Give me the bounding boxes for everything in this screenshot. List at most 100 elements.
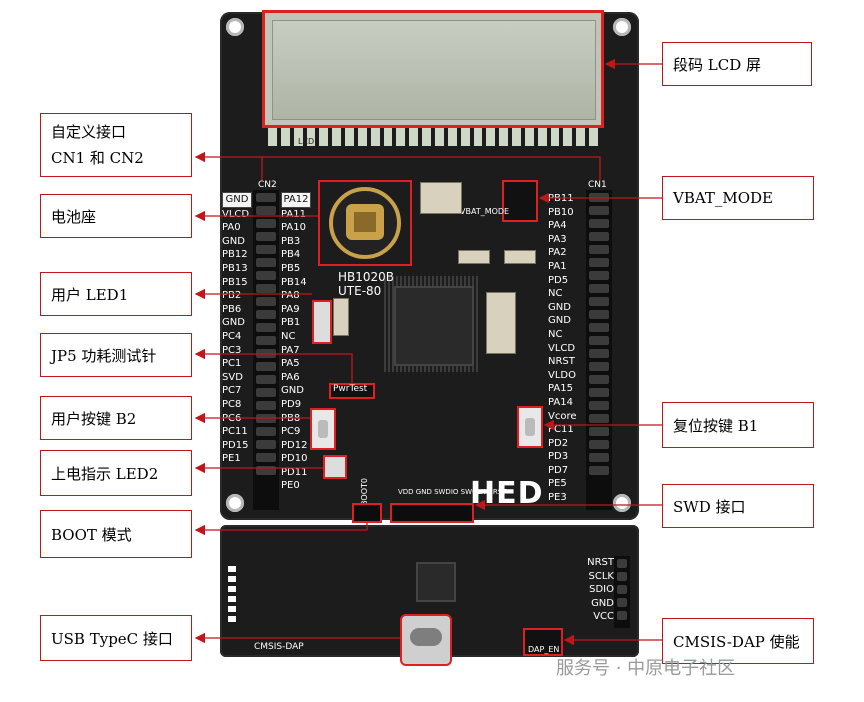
cn2-right-labels: PA12 PA11 PA10 PB3 PB4 PB5 PB14 PA8 PA9 … <box>281 192 311 493</box>
callout-boot: BOOT 模式 <box>40 510 192 558</box>
pin-label: PB3 <box>281 235 301 247</box>
pin-label: PD7 <box>548 464 569 476</box>
pin-label: GND <box>222 235 245 247</box>
pin-label: PC7 <box>222 385 242 397</box>
pin-label: PC9 <box>281 426 301 438</box>
pin-label: PD5 <box>548 274 569 286</box>
vbat-silk: VBAT_MODE <box>460 207 510 216</box>
dap-enable-jumper[interactable] <box>523 628 563 656</box>
pin-label: PA8 <box>281 290 300 302</box>
cn2-silk: CN2 <box>258 180 277 190</box>
pin-label: PB5 <box>281 262 301 274</box>
debug-mcu <box>416 562 456 602</box>
pin-label: PD11 <box>281 466 308 478</box>
mcu-chip <box>394 286 474 366</box>
pin-label: PC4 <box>222 330 242 342</box>
jp5-pwrtest[interactable] <box>329 383 375 399</box>
callout-swd: SWD 接口 <box>662 484 814 528</box>
pin-label: VLCD <box>222 208 250 220</box>
pin-label: PB14 <box>281 276 307 288</box>
pin-label: PA14 <box>548 396 573 408</box>
dap-silk: DAP_EN <box>528 645 560 654</box>
pin-label: Vcore <box>548 410 577 422</box>
swd-header[interactable] <box>390 503 474 523</box>
pin-label: PA10 <box>281 222 306 234</box>
pin-label: PA7 <box>281 344 300 356</box>
callout-vbat: VBAT_MODE <box>662 176 814 220</box>
board-model: HB1020B <box>338 270 395 284</box>
pin-label: PE1 <box>222 453 241 465</box>
pin-label: PB8 <box>281 412 301 424</box>
pin-label: PE5 <box>548 478 567 490</box>
pin-label: NC <box>281 330 296 342</box>
pin-label: GND <box>591 597 614 609</box>
pin-label: PC3 <box>222 344 242 356</box>
pin-label: SVD <box>222 371 243 383</box>
crystal <box>458 250 490 264</box>
callout-led1: 用户 LED1 <box>40 272 192 316</box>
pin-label: PC11 <box>548 424 574 436</box>
pin-label: PD15 <box>222 439 249 451</box>
callout-battery: 电池座 <box>40 194 192 238</box>
pin-label: PB11 <box>548 193 574 204</box>
cn1-header <box>586 190 612 510</box>
boot-silk: BOOT0 <box>360 478 369 506</box>
pin-label: PD9 <box>281 398 302 410</box>
pin-label: PA12 <box>281 192 311 208</box>
pin-label: VLCD <box>548 342 576 354</box>
cn1-silk: CN1 <box>588 180 607 190</box>
pin-label: PA6 <box>281 371 300 383</box>
battery-holder <box>318 180 412 266</box>
capacitor-array <box>420 182 462 214</box>
debug-header[interactable] <box>614 556 630 628</box>
pin-label: PD10 <box>281 453 308 465</box>
debug-pads <box>228 566 236 622</box>
callout-cn: 自定义接口 CN1 和 CN2 <box>40 113 192 177</box>
mounting-hole <box>226 494 244 512</box>
pin-label: PC8 <box>222 398 242 410</box>
mounting-hole <box>613 494 631 512</box>
button-cap <box>525 418 535 436</box>
vbat-mode-switch[interactable] <box>502 180 538 222</box>
pin-label: PB6 <box>222 303 242 315</box>
boot-header[interactable] <box>352 503 382 523</box>
mounting-hole <box>226 18 244 36</box>
pin-label: PA3 <box>548 233 567 245</box>
pin-label: PA5 <box>281 358 300 370</box>
pin-label: GND <box>281 385 304 397</box>
cn1-left-labels: PB11 PB10 PA4 PA3 PA2 PA1 PD5 NC GND GND… <box>548 192 584 505</box>
pin-label: PC6 <box>222 412 242 424</box>
mounting-hole <box>613 18 631 36</box>
pin-label: PB12 <box>222 249 248 261</box>
cn2-header-left <box>253 190 279 510</box>
debug-pin-labels: NRST SCLK SDIO GND VCC <box>574 556 614 624</box>
callout-b1: 复位按键 B1 <box>662 402 814 448</box>
pin-label: PA0 <box>222 222 241 234</box>
lcd-pins <box>268 128 598 146</box>
callout-b2: 用户按键 B2 <box>40 396 192 440</box>
lcd-glass <box>272 20 596 120</box>
pin-label: PB15 <box>222 276 248 288</box>
usb-port <box>410 628 442 646</box>
callout-led2: 上电指示 LED2 <box>40 450 192 496</box>
cn2-left-labels: GND VLCD PA0 GND PB12 PB13 PB15 PB2 PB6 … <box>222 192 252 466</box>
pin-label: SCLK <box>588 570 614 582</box>
pin-label: PA9 <box>281 303 300 315</box>
pin-label: PB2 <box>222 290 242 302</box>
pin-label: PD12 <box>281 439 308 451</box>
pin-label: VCC <box>593 611 614 623</box>
user-led1 <box>312 300 332 344</box>
pin-label: PA2 <box>548 247 567 259</box>
pin-label: GND <box>548 301 571 313</box>
cmsis-silk: CMSIS-DAP <box>254 642 304 652</box>
pin-label: PB10 <box>548 206 574 218</box>
pwrtest-silk: PwrTest <box>333 384 368 394</box>
pin-label: PA1 <box>548 260 567 272</box>
pin-label: PD2 <box>548 437 569 449</box>
pin-label: SDIO <box>589 584 614 596</box>
crystal <box>504 250 536 264</box>
pin-label: PB4 <box>281 249 301 261</box>
callout-lcd: 段码 LCD 屏 <box>662 42 812 86</box>
pin-label: GND <box>222 317 245 329</box>
power-led2 <box>323 455 347 479</box>
